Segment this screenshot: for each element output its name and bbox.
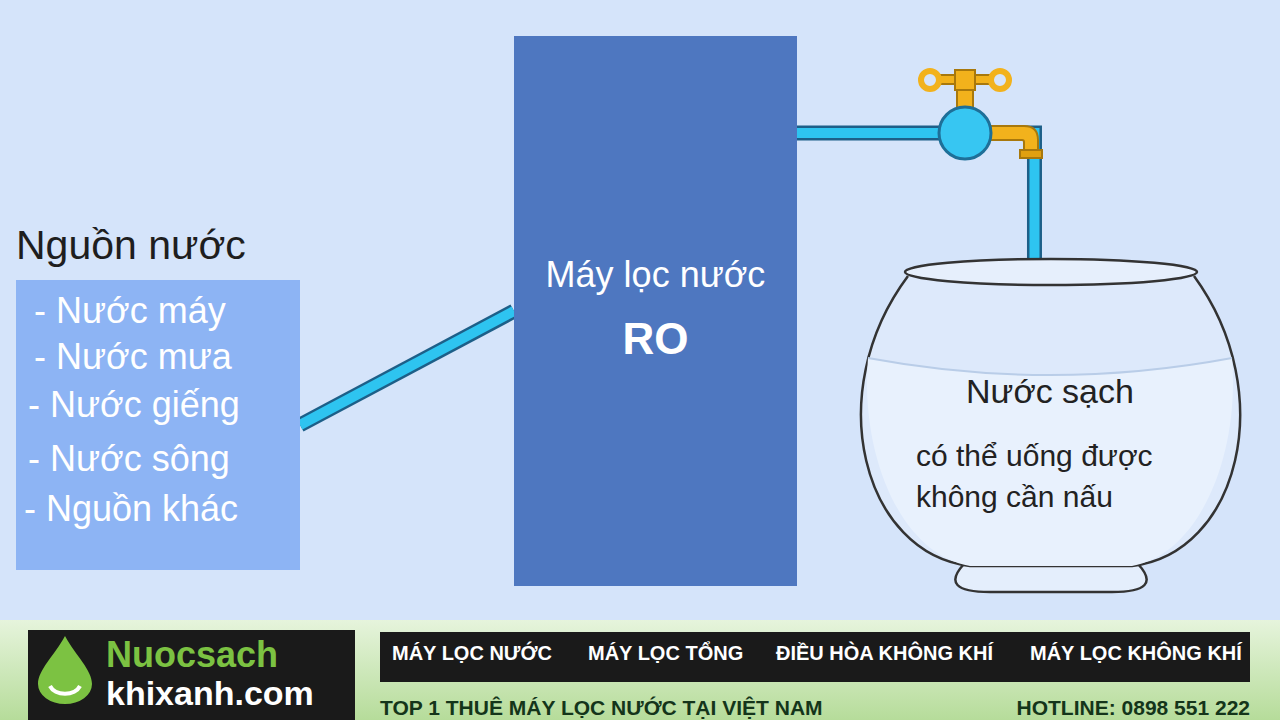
logo-drop (34, 634, 96, 706)
logo-text: Nuocsach (106, 634, 278, 676)
menu-item: MÁY LỌC NƯỚC (392, 642, 552, 665)
menu-item: MÁY LỌC TỔNG (588, 642, 743, 665)
menu-item: ĐIỀU HÒA KHÔNG KHÍ (776, 642, 993, 665)
hotline: HOTLINE: 0898 551 222 (1017, 696, 1250, 720)
source-box: Nguồn nước- Nước máy- Nước mưa- Nước giế… (16, 280, 300, 570)
menu-item: MÁY LỌC KHÔNG KHÍ (1030, 642, 1242, 665)
box-title: Máy lọc nước (514, 254, 797, 296)
bowl-title: Nước sạch (856, 372, 1244, 411)
section-heading: Nguồn nước (16, 222, 246, 269)
bowl-note: có thể uống được không cần nấu (916, 436, 1216, 517)
pipe-water (300, 311, 514, 425)
pipe-outline (797, 133, 1034, 260)
logo-domain: khixanh.com (106, 674, 314, 713)
source-item: - Nguồn khác (24, 488, 238, 530)
pipe-water (797, 133, 1034, 260)
slogan: TOP 1 THUÊ MÁY LỌC NƯỚC TẠI VIỆT NAM (380, 696, 823, 720)
water-pipe (797, 133, 1034, 260)
faucet (921, 70, 1042, 159)
clean-water-bowl: Nước sạch có thể uống được không cần nấu (856, 254, 1244, 594)
source-item: - Nước mưa (34, 336, 232, 378)
source-item: - Nước sông (28, 438, 230, 480)
water-pipe (300, 311, 514, 425)
ro-filter-box: Máy lọc nướcRO (514, 36, 797, 586)
box-subtitle: RO (514, 314, 797, 364)
pipe-outline (300, 311, 514, 425)
source-item: - Nước giếng (28, 384, 240, 426)
source-item: - Nước máy (34, 290, 226, 332)
bowl-outline (856, 254, 1244, 594)
